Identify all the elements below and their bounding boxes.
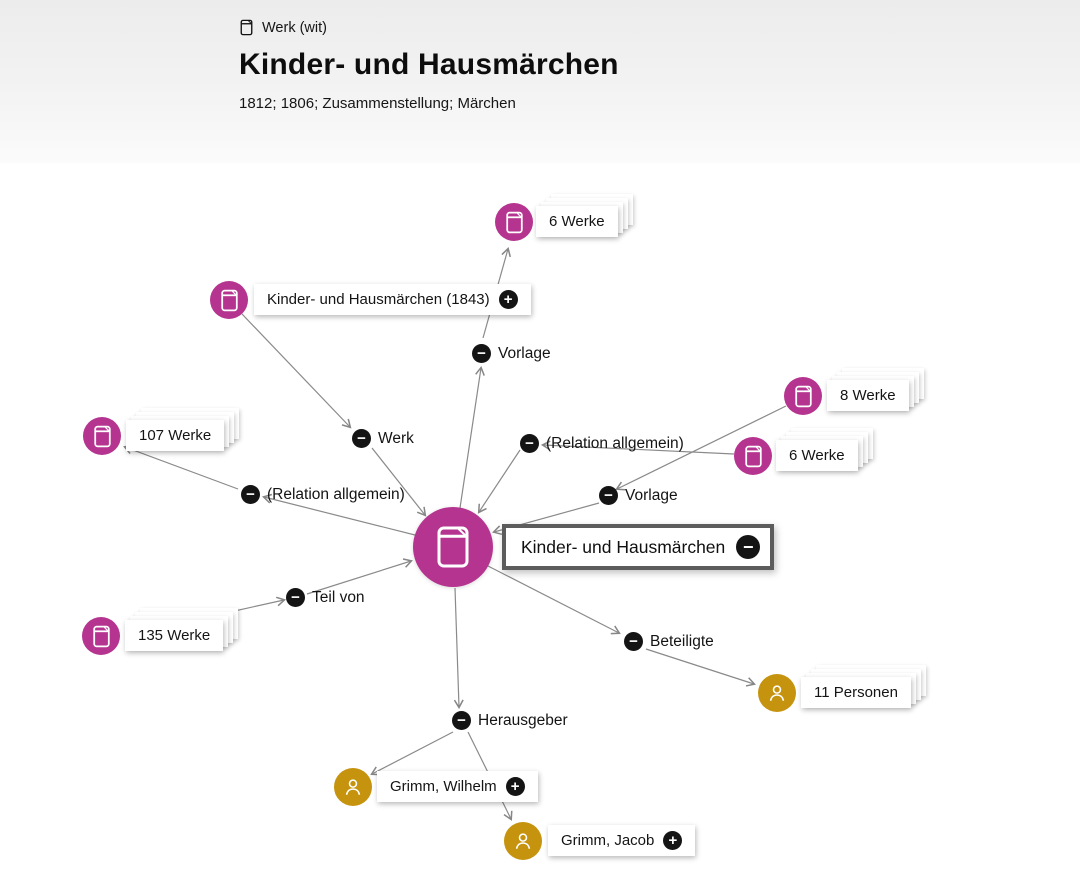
node-circle-central[interactable]	[413, 507, 493, 587]
node-label-text: 135 Werke	[138, 627, 211, 644]
node-label-werke8[interactable]: 8 Werke	[827, 380, 909, 411]
entity-type-label: Werk (wit)	[262, 19, 327, 36]
node-label-text: Kinder- und Hausmärchen	[521, 536, 726, 557]
edge-label-text: Vorlage	[498, 344, 551, 362]
edge-label-herausgeber: − Herausgeber	[452, 711, 568, 730]
node-label-grimm-jacob[interactable]: Grimm, Jacob +	[548, 825, 696, 856]
person-icon	[769, 685, 785, 701]
edge-label-relation-allgemein-right: − (Relation allgemein)	[520, 434, 684, 453]
node-circle-grimm-wilhelm[interactable]	[334, 768, 372, 806]
node-label-werke135[interactable]: 135 Werke	[125, 620, 224, 651]
node-label-text: 6 Werke	[549, 213, 605, 230]
expand-button[interactable]: +	[663, 831, 683, 850]
book-icon	[92, 625, 110, 647]
collapse-edge-button[interactable]: −	[352, 429, 371, 448]
book-icon	[437, 526, 469, 568]
expand-button[interactable]: +	[498, 290, 518, 309]
node-label-werke6-right[interactable]: 6 Werke	[776, 440, 858, 471]
person-icon	[345, 779, 361, 795]
node-label-stack-werke107: 107 Werke	[126, 408, 240, 451]
entity-header-content: Werk (wit) Kinder- und Hausmärchen 1812;…	[239, 18, 619, 113]
book-icon	[505, 211, 523, 233]
edge-label-vorlage-top: − Vorlage	[472, 344, 551, 363]
node-label-stack-werke6-top: 6 Werke	[536, 194, 633, 237]
book-icon	[794, 385, 812, 407]
node-circle-werke8[interactable]	[784, 377, 822, 415]
collapse-edge-button[interactable]: −	[452, 711, 471, 730]
collapse-edge-button[interactable]: −	[241, 485, 260, 504]
collapse-edge-button[interactable]: −	[599, 486, 618, 505]
book-icon	[220, 289, 238, 311]
node-label-text: Grimm, Jacob	[561, 832, 655, 849]
node-label-central[interactable]: Kinder- und Hausmärchen −	[502, 524, 775, 570]
edge-label-vorlage-right: − Vorlage	[599, 486, 678, 505]
node-label-grimm-wilhelm[interactable]: Grimm, Wilhelm +	[377, 771, 538, 802]
node-label-text: 6 Werke	[789, 447, 845, 464]
edge-label-text: Vorlage	[625, 486, 678, 504]
node-label-text: Grimm, Wilhelm	[390, 778, 497, 795]
node-circle-grimm-jacob[interactable]	[504, 822, 542, 860]
edge-label-text: Teil von	[312, 588, 365, 606]
node-label-stack-personen11: 11 Personen	[801, 665, 926, 708]
entity-header: Werk (wit) Kinder- und Hausmärchen 1812;…	[0, 0, 1080, 163]
collapse-button[interactable]: −	[736, 535, 761, 559]
edge-label-text: (Relation allgemein)	[546, 434, 684, 452]
node-label-stack-werke135: 135 Werke	[125, 608, 239, 651]
page-title: Kinder- und Hausmärchen	[239, 48, 619, 81]
node-circle-werke6-right[interactable]	[734, 437, 772, 475]
node-label-werke6-top[interactable]: 6 Werke	[536, 206, 618, 237]
book-icon	[93, 425, 111, 447]
edge-label-text: Herausgeber	[478, 711, 568, 729]
edge-label-text: Werk	[378, 429, 414, 447]
node-label-stack-werke8: 8 Werke	[827, 368, 924, 411]
edge-label-relation-allgemein-left: − (Relation allgemein)	[241, 485, 405, 504]
person-icon	[515, 833, 531, 849]
edge-label-text: Beteiligte	[650, 632, 714, 650]
node-label-khm1843[interactable]: Kinder- und Hausmärchen (1843) +	[254, 284, 531, 315]
node-circle-personen11[interactable]	[758, 674, 796, 712]
entity-type-row: Werk (wit)	[239, 18, 619, 37]
node-circle-khm1843[interactable]	[210, 281, 248, 319]
node-label-text: 107 Werke	[139, 427, 212, 444]
edge-label-beteiligte: − Beteiligte	[624, 632, 714, 651]
edge-label-text: (Relation allgemein)	[267, 485, 405, 503]
entity-subtitle: 1812; 1806; Zusammenstellung; Märchen	[239, 95, 516, 112]
book-icon	[744, 445, 762, 467]
node-circle-werke6-top[interactable]	[495, 203, 533, 241]
node-label-personen11[interactable]: 11 Personen	[801, 677, 911, 708]
collapse-edge-button[interactable]: −	[624, 632, 643, 651]
node-label-stack-werke6-right: 6 Werke	[776, 428, 873, 471]
edge-label-teil-von: − Teil von	[286, 588, 365, 607]
collapse-edge-button[interactable]: −	[286, 588, 305, 607]
node-label-text: 11 Personen	[814, 684, 898, 701]
node-label-werke107[interactable]: 107 Werke	[126, 420, 225, 451]
node-label-text: 8 Werke	[840, 387, 896, 404]
node-label-text: Kinder- und Hausmärchen (1843)	[267, 291, 490, 308]
expand-button[interactable]: +	[505, 777, 525, 796]
node-circle-werke135[interactable]	[82, 617, 120, 655]
collapse-edge-button[interactable]: −	[472, 344, 491, 363]
collapse-edge-button[interactable]: −	[520, 434, 539, 453]
node-circle-werke107[interactable]	[83, 417, 121, 455]
book-icon	[240, 19, 253, 36]
edge-label-werk: − Werk	[352, 429, 414, 448]
